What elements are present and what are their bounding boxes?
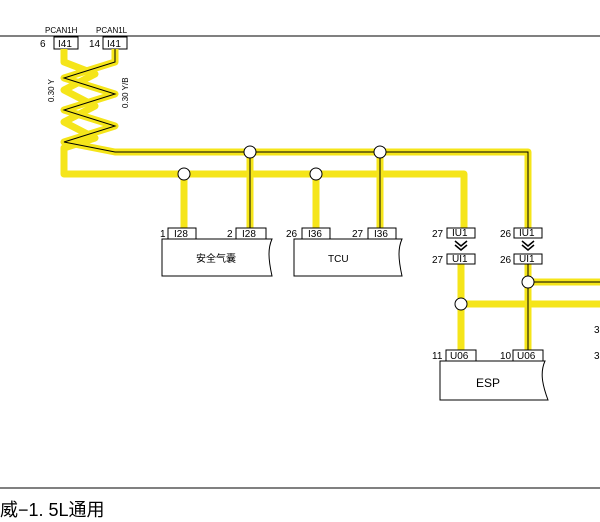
inline-b-conn-bot: UI1 [519, 254, 535, 265]
airbag-module-label: 安全气囊 [196, 252, 236, 265]
inline-a-top-box [446, 227, 476, 239]
airbag-module: 1 I28 2 I28 安全气囊 [160, 227, 273, 277]
esp-pin1: 11 [432, 351, 443, 362]
inline-a-conn-top: IU1 [452, 228, 468, 239]
esp-pin2: 10 [500, 351, 512, 362]
pcan-l-signal-label: PCAN1L [96, 26, 128, 35]
inline-a-pin-top: 27 [432, 229, 444, 240]
tcu-pin1: 26 [286, 229, 298, 240]
esp-connector2: U06 [517, 351, 536, 362]
esp-module-box [439, 360, 549, 401]
inline-b-arrow-icon [521, 240, 535, 251]
esp-connector1: U06 [450, 351, 469, 362]
splice-node [521, 275, 535, 289]
can-l-yb-wire [60, 49, 600, 350]
tcu-pin2: 27 [352, 229, 364, 240]
splice-node [243, 145, 257, 159]
airbag-connector1: I28 [174, 229, 188, 240]
tcu-connector2: I36 [374, 229, 388, 240]
edge-pin-upper: 3 [594, 325, 600, 336]
inline-a-arrow-icon [454, 240, 468, 251]
pcan-h-signal-label: PCAN1H [45, 26, 78, 35]
airbag-pin2: 2 [227, 229, 233, 240]
splice-node [309, 167, 323, 181]
edge-pin-lower: 3 [594, 351, 600, 362]
airbag-connector2: I28 [242, 229, 256, 240]
inline-b-conn-top: IU1 [519, 228, 535, 239]
pcan-h-connector: I41 [58, 39, 72, 50]
tcu-module-box [293, 238, 403, 277]
inline-b-bottom-box [513, 253, 543, 265]
airbag-pin1: 1 [160, 229, 166, 240]
inline-connector-b: 26 IU1 26 UI1 [500, 227, 543, 266]
esp-module-label: ESP [476, 376, 500, 390]
inline-a-pin-bot: 27 [432, 255, 444, 266]
diagram-footer-caption: 威−1. 5L通用 [0, 500, 105, 520]
splice-node [454, 297, 468, 311]
pcan-l-connector: I41 [107, 39, 121, 50]
inline-a-bottom-box [446, 253, 476, 265]
tcu-connector1: I36 [308, 229, 322, 240]
tcu-module-label: TCU [328, 254, 349, 265]
splice-node [373, 145, 387, 159]
splice-node [177, 167, 191, 181]
pcan-l-pin: 14 [89, 39, 101, 50]
inline-b-pin-top: 26 [500, 229, 512, 240]
can-h-yellow-wire [60, 49, 600, 350]
inline-connector-a: 27 IU1 27 UI1 [432, 227, 476, 266]
esp-module: 11 U06 10 U06 ESP [432, 349, 549, 401]
tcu-module: 26 I36 27 I36 TCU [286, 227, 403, 277]
wire-label-yb: 0.30 Y/B [121, 77, 130, 108]
pcan-h-pin: 6 [40, 39, 46, 50]
inline-b-pin-bot: 26 [500, 255, 512, 266]
inline-a-conn-bot: UI1 [452, 254, 468, 265]
inline-b-top-box [513, 227, 543, 239]
wire-label-y: 0.30 Y [47, 78, 56, 102]
airbag-module-box [161, 238, 273, 277]
